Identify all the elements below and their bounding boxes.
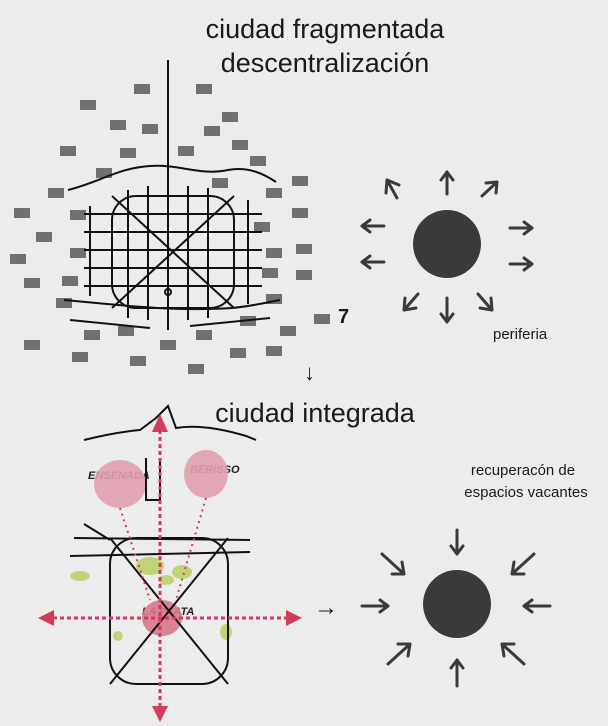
recovery-label-line2: espacios vacantes <box>464 484 588 501</box>
down-arrow: ↓ <box>304 360 315 385</box>
dotted-connectors <box>119 497 207 601</box>
red-axes <box>38 414 302 722</box>
title-decentralization: descentralización <box>220 48 430 78</box>
recovery-icon <box>360 528 552 688</box>
connector-arrow: → <box>314 594 338 621</box>
decentralization-icon <box>360 170 534 324</box>
scattered-blocks <box>10 84 330 374</box>
title-fragmented-city: ciudad fragmentada <box>205 14 445 44</box>
block-number-label: 7 <box>338 306 350 328</box>
title-integrated-city: ciudad integrada <box>215 398 415 428</box>
integrated-city-lines <box>69 404 257 685</box>
integrated-city-drawing <box>38 404 302 722</box>
recovery-label-line1: recuperacón de <box>470 462 576 479</box>
pink-nodes <box>94 450 228 636</box>
fragmented-city-grid <box>63 60 281 330</box>
periphery-label: periferia <box>493 326 548 343</box>
